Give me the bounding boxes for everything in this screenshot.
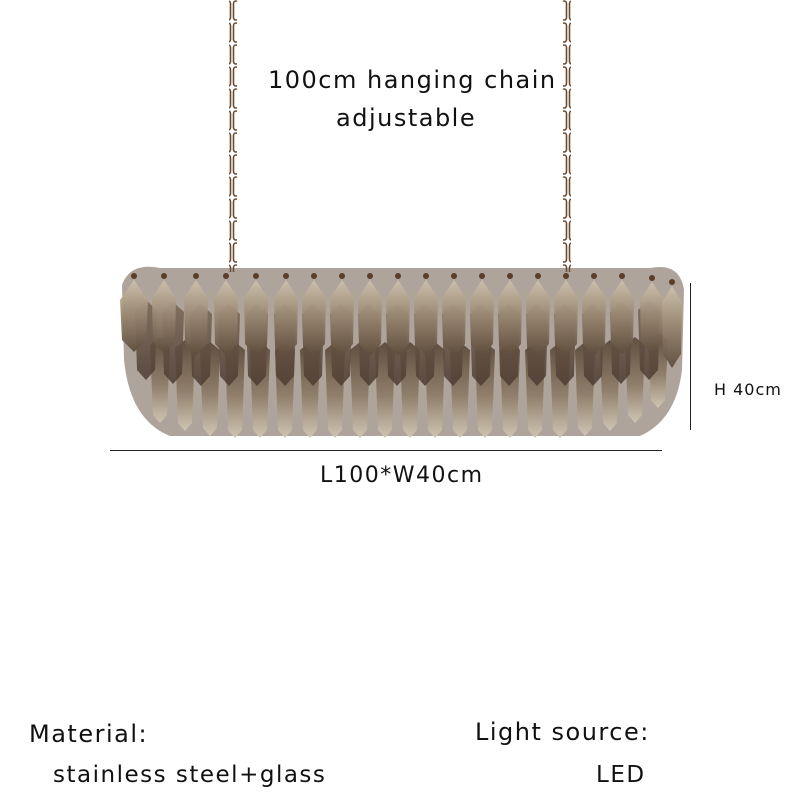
glass-row-top [120,273,682,368]
material-label: Material: [29,720,149,748]
width-dimension-line [110,450,662,451]
chain-length-label: 100cm hanging chain [268,66,557,94]
hanging-chain-left [229,0,237,272]
chain-adjustable-label: adjustable [336,104,477,132]
material-value: stainless steel+glass [53,762,327,788]
chandelier-image [120,0,684,438]
hanging-chain-right [563,0,571,272]
height-dimension-label: H 40cm [714,380,782,399]
size-dimension-label: L100*W40cm [320,463,484,488]
height-dimension-line [690,283,691,430]
light-source-label: Light source: [475,718,650,746]
light-source-value: LED [596,762,646,788]
